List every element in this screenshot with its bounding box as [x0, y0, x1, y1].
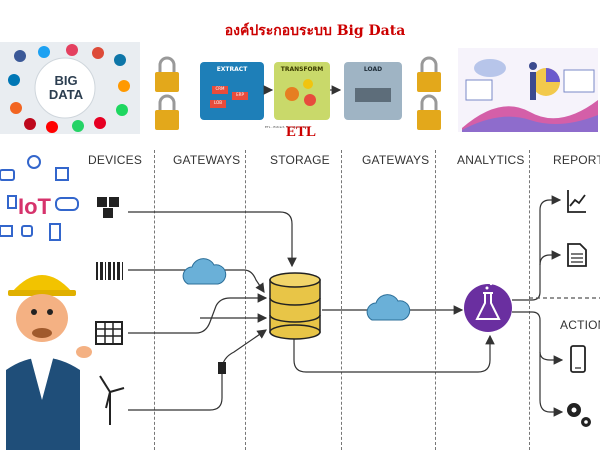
cloud-icon [366, 294, 411, 321]
etl-load-title: LOAD [363, 66, 383, 73]
etl-chip-lob: LOB [214, 100, 222, 105]
lightbulb-icon [27, 155, 41, 169]
padlock-icon [417, 94, 441, 130]
plug-icon [218, 362, 226, 374]
connector-lines [128, 195, 564, 417]
page-title: องค์ประกอบระบบ Big Data [224, 23, 406, 39]
column-label-storage: STORAGE [270, 153, 330, 167]
gamepad-icon [55, 197, 79, 211]
engineer-illustration [6, 275, 92, 450]
column-label-analytics: ANALYTICS [457, 153, 525, 167]
line-chart-icon [567, 190, 586, 213]
analytics-flask-icon [464, 282, 512, 332]
etl-caption: ETL - Extract, Transform, Load [265, 125, 311, 129]
blocks-icon [97, 197, 119, 218]
big-data-social-panel [0, 42, 140, 134]
database-icon [269, 272, 321, 340]
etl-label: ETL [286, 124, 317, 140]
column-divider [245, 150, 246, 450]
person-icon [529, 62, 537, 70]
etl-chip-erp: ERP [236, 92, 244, 97]
big-data-text: DATA [48, 87, 84, 102]
gear-icon [304, 94, 316, 106]
cloud-icon [182, 258, 227, 285]
camera-icon [0, 225, 13, 237]
action-label: ACTION [560, 318, 600, 332]
forklift-icon [55, 167, 69, 181]
padlock-icon [155, 94, 179, 130]
column-label-gateways-1: GATEWAYS [173, 153, 241, 167]
column-label-devices: DEVICES [88, 153, 143, 167]
mobile-phone-icon [570, 345, 586, 373]
car-icon [0, 169, 15, 181]
iot-text: IoT [18, 194, 52, 219]
fridge-icon [49, 223, 61, 241]
barcode-icon [96, 262, 123, 280]
column-divider [154, 150, 155, 450]
padlock-icon [155, 56, 179, 92]
gear-icon [303, 79, 313, 89]
document-icon [567, 243, 587, 267]
padlock-icon [417, 56, 441, 92]
etl-chip-crm: CRM [215, 86, 225, 91]
column-label-gateways-2: GATEWAYS [362, 153, 430, 167]
column-divider [341, 150, 342, 450]
wind-turbine-icon [99, 375, 125, 425]
iot-devices-cluster: IoT [0, 155, 79, 241]
person-icon [530, 72, 536, 100]
etl-extract-box [200, 62, 264, 120]
big-data-text: BIG [54, 73, 78, 88]
phone-icon [7, 195, 17, 209]
etl-transform-title: TRANSFORM [280, 66, 324, 73]
etl-load-box [344, 62, 402, 120]
column-divider [435, 150, 436, 450]
etl-extract-title: EXTRACT [216, 66, 248, 73]
grid-icon [95, 321, 123, 345]
analytics-dashboard-panel [458, 48, 598, 132]
column-label-report: REPORT [553, 153, 600, 167]
big-data-badge: BIG DATA [38, 74, 94, 102]
gear-icon [285, 87, 299, 101]
watch-icon [21, 225, 33, 237]
etl-transform-box [274, 62, 330, 120]
gears-icon [567, 403, 591, 427]
social-icon [8, 44, 130, 133]
